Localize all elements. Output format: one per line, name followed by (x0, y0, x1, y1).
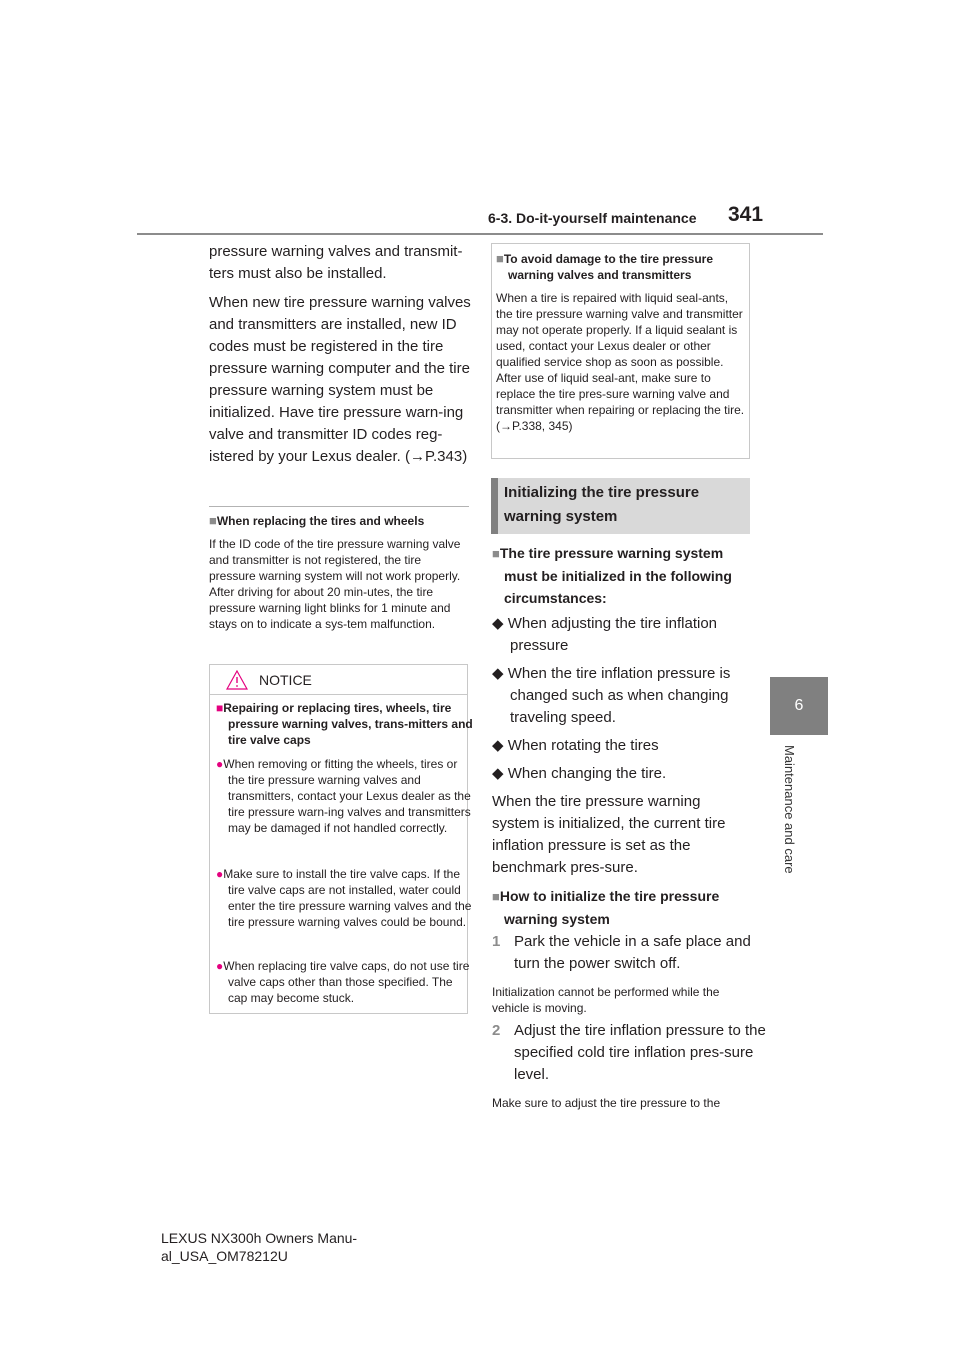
chapter-label-text: Maintenance and care (782, 745, 797, 874)
step-note: Initialization cannot be performed while… (492, 985, 720, 1015)
right-paragraph: When the tire pressure warning system is… (492, 793, 726, 876)
notice-bullet-text: When replacing tire valve caps, do not u… (223, 959, 470, 1005)
notice-header (210, 665, 467, 695)
info-box-heading-text: To avoid damage to the tire pressure war… (503, 252, 714, 282)
list-item-text: When changing the tire. (507, 765, 667, 782)
header-rule (137, 233, 823, 235)
notice-bullet: ●When removing or fitting the wheels, ti… (216, 756, 474, 836)
list-item-text: When the tire inflation pressure is chan… (507, 665, 731, 726)
subheading-how-to: ■How to initialize the tire pressure war… (492, 885, 760, 930)
list-item: ◆ When the tire inflation pressure is ch… (492, 663, 766, 729)
diamond-bullet-icon: ◆ (492, 765, 504, 782)
circle-bullet-icon: ● (216, 867, 224, 881)
notice-bullet: ●Make sure to install the tire valve cap… (216, 866, 474, 930)
step-1: 1 Park the vehicle in a safe place and tu… (492, 931, 770, 975)
info-heading: ■When replacing the tires and wheels (209, 513, 469, 529)
notice-heading-text: Repairing or replacing tires, wheels, ti… (223, 701, 473, 747)
left-paragraph-1: pressure warning valves and transmit-ter… (209, 243, 463, 282)
notice-bullet-text: Make sure to install the tire valve caps… (223, 867, 472, 929)
chapter-tab-label: Maintenance and care (779, 745, 803, 890)
warning-triangle-icon (226, 670, 248, 690)
page-number: 341 (728, 203, 764, 226)
circle-bullet-icon: ● (216, 757, 224, 771)
diamond-bullet-icon: ◆ (492, 665, 504, 682)
list-item-text: When adjusting the tire inflation pressu… (507, 615, 718, 654)
step-2: 2 Adjust the tire inflation pressure to t… (492, 1020, 770, 1086)
subheading-text: The tire pressure warning system must be… (499, 545, 732, 606)
section-heading: Initializing the tire pressure warning s… (504, 484, 700, 525)
square-bullet-icon: ■ (496, 251, 504, 266)
step-text: Adjust the tire inflation pressure to th… (514, 1022, 766, 1083)
circle-bullet-icon: ● (216, 959, 224, 973)
footer-model: LEXUS NX300h Owners Manu-al_USA_OM78212U (161, 1230, 358, 1264)
notice-box (209, 664, 468, 1014)
notice-bullet: ●When replacing tire valve caps, do not … (216, 958, 474, 1006)
list-item: ◆ When adjusting the tire inflation pres… (492, 613, 766, 657)
step-number: 1 (492, 933, 501, 950)
square-bullet-icon: ■ (492, 546, 500, 561)
notice-title: NOTICE (259, 672, 312, 688)
diamond-bullet-icon: ◆ (492, 737, 504, 754)
info-box-heading: ■To avoid damage to the tire pressure wa… (496, 251, 758, 283)
info-divider (209, 506, 469, 507)
square-bullet-icon: ■ (216, 701, 224, 715)
chapter-tab: 6 (770, 677, 828, 735)
step-text: Park the vehicle in a safe place and tur… (514, 933, 751, 972)
square-bullet-icon: ■ (209, 513, 217, 528)
section-title-accent (491, 478, 498, 534)
left-paragraph-2: When new tire pressure warning valves an… (209, 294, 471, 465)
step-number: 2 (492, 1022, 501, 1039)
list-item: ◆ When rotating the tires (492, 735, 766, 757)
section-title-bar (491, 478, 750, 534)
info-body: If the ID code of the tire pressure warn… (209, 537, 461, 631)
info-heading-text: When replacing the tires and wheels (216, 514, 425, 528)
list-item-text: When rotating the tires (507, 737, 659, 754)
step-note: Make sure to adjust the tire pressure to… (492, 1096, 721, 1110)
list-item: ◆ When changing the tire. (492, 763, 766, 785)
subheading-text: How to initialize the tire pressure warn… (499, 888, 720, 927)
info-box (491, 243, 750, 459)
info-box-body: When a tire is repaired with liquid seal… (496, 291, 745, 433)
section-title: 6-3. Do-it-yourself maintenance (488, 210, 697, 226)
diamond-bullet-icon: ◆ (492, 615, 504, 632)
subheading-circumstances: ■The tire pressure warning system must b… (492, 542, 760, 609)
square-bullet-icon: ■ (492, 889, 500, 904)
notice-bullet-text: When removing or fitting the wheels, tir… (223, 757, 471, 835)
notice-heading: ■Repairing or replacing tires, wheels, t… (216, 700, 474, 748)
